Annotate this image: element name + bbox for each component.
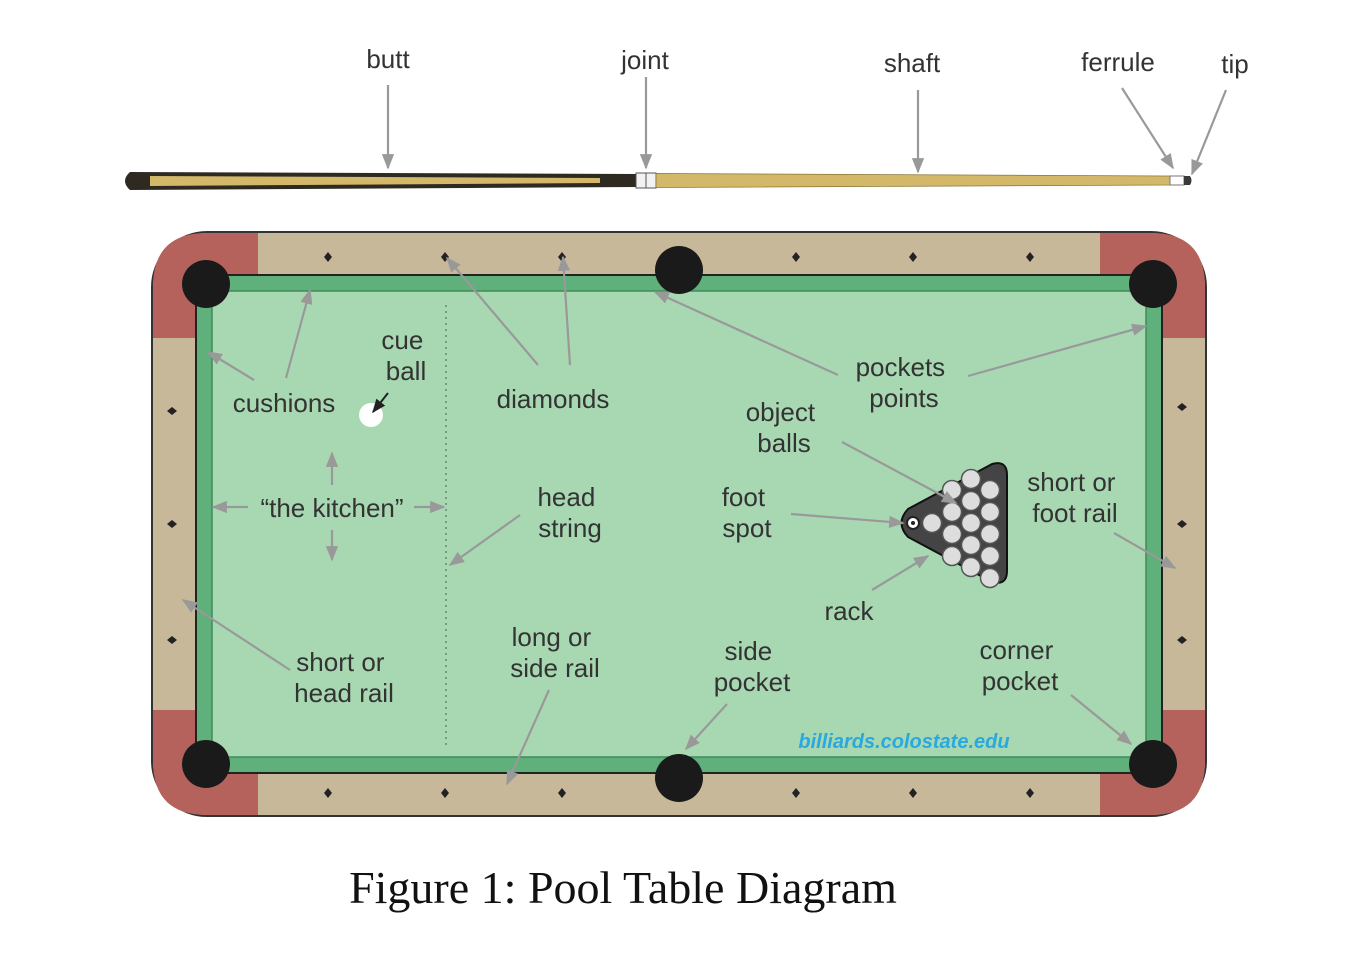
- corner-cap-bottom-right: [1100, 710, 1205, 815]
- shaft-label: shaft: [884, 48, 941, 78]
- source-credit: billiards.colostate.edu: [798, 731, 1009, 753]
- pocket-top-left: [182, 260, 230, 308]
- pocket-bottom-left: [182, 740, 230, 788]
- joint-label: joint: [620, 45, 669, 75]
- rail-diamonds: [167, 252, 1187, 798]
- cue-butt-inlay: [150, 176, 600, 186]
- cue-ball: [359, 403, 383, 427]
- cue-ball-label: cue ball: [381, 325, 430, 386]
- rack-label: rack: [824, 596, 874, 626]
- head-rail-label: short or head rail: [294, 647, 394, 708]
- corner-cap-bottom-left: [153, 710, 258, 815]
- diamonds-label: diamonds: [497, 384, 610, 414]
- side-rail-label: long or side rail: [510, 622, 600, 683]
- cue-shaft: [655, 173, 1171, 188]
- side-pocket-label: side pocket: [714, 636, 791, 697]
- annotation-arrows: [181, 255, 1177, 786]
- corner-cap-top-right: [1100, 233, 1205, 338]
- foot-spot-label: foot spot: [722, 482, 773, 543]
- side-pocket-top: [655, 246, 703, 294]
- butt-label: butt: [366, 44, 410, 74]
- cue-stick: [125, 172, 1192, 190]
- cushions-label: cushions: [233, 388, 336, 418]
- figure-caption: Figure 1: Pool Table Diagram: [349, 862, 897, 913]
- ferrule-arrow: [1121, 87, 1174, 170]
- corner-pocket-label: corner pocket: [980, 635, 1061, 696]
- cue-ferrule: [1169, 175, 1185, 186]
- tip-label: tip: [1221, 49, 1248, 79]
- kitchen-label: “the kitchen”: [260, 493, 403, 523]
- ferrule-label: ferrule: [1081, 47, 1155, 77]
- pool-table: [151, 231, 1207, 817]
- cue-tip: [1184, 176, 1192, 185]
- side-pocket-bottom: [655, 754, 703, 802]
- foot-rail-label: short or foot rail: [1027, 467, 1122, 528]
- object-balls-label: object balls: [746, 397, 823, 458]
- pocket-bottom-right: [1129, 740, 1177, 788]
- head-string-label: head string: [537, 482, 602, 543]
- object-balls: [921, 468, 1001, 589]
- pocket-top-right: [1129, 260, 1177, 308]
- tip-arrow: [1190, 89, 1228, 176]
- pockets-points-label: pockets points: [856, 352, 953, 413]
- corner-cap-top-left: [153, 233, 258, 338]
